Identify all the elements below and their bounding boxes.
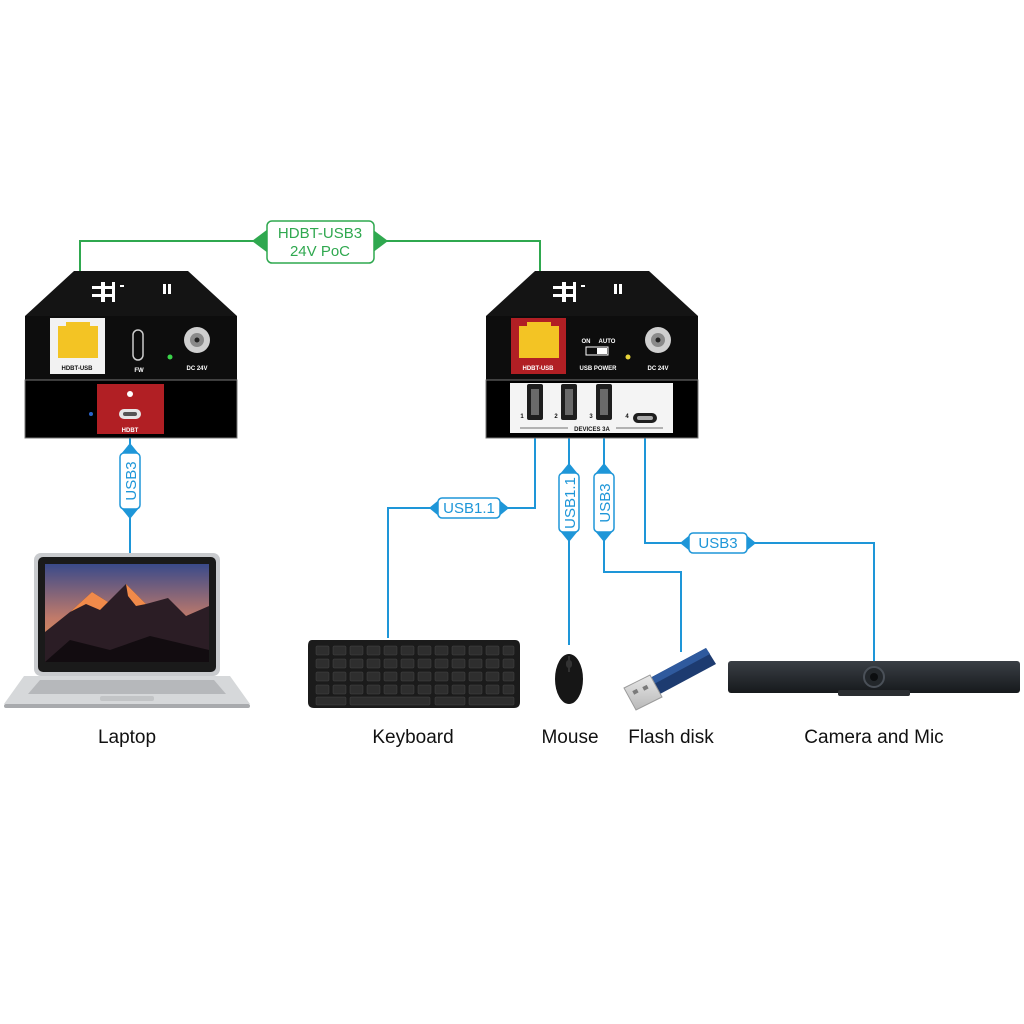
hdbt-link-tag: HDBT-USB3 24V PoC [252, 220, 388, 264]
keyboard-cable-line [387, 405, 536, 638]
hdbt-usb-port-label: HDBT-USB [62, 366, 94, 372]
camera-caption: Camera and Mic [804, 727, 943, 748]
blue-links [129, 405, 875, 664]
keyboard-image [308, 640, 520, 708]
fw-label: FW [134, 368, 144, 374]
port-3-label: 3 [589, 414, 593, 420]
usb-a-port-3 [596, 384, 612, 420]
camera-bar-image [728, 661, 1020, 696]
keyboard-usb11-label: USB1.1 [443, 500, 495, 517]
usb-power-label: USB POWER [579, 366, 617, 372]
mouse-usb11-tag: USB1.1 [558, 463, 580, 542]
brand-logo [92, 282, 124, 302]
keyboard-usb11-tag: USB1.1 [429, 497, 509, 519]
laptop-usb3-tag: USB3 [119, 443, 141, 519]
status-led [167, 354, 173, 360]
mouse-usb11-label: USB1.1 [562, 477, 579, 529]
usb-power-switch [585, 346, 609, 356]
laptop-caption: Laptop [98, 727, 156, 748]
receiver-box: HDBT-USB ON AUTO USB POWER DC 24V 1 2 [485, 271, 699, 439]
flash-cable-line [603, 405, 682, 652]
keyboard-caption: Keyboard [372, 727, 453, 748]
transmitter-box: HDBT-USB FW DC 24V HDBT [24, 271, 238, 439]
hdbt-link-label: HDBT-USB3 [278, 225, 362, 242]
mouse-caption: Mouse [541, 727, 598, 748]
mouse-image [555, 654, 583, 704]
laptop-usb3-label: USB3 [123, 461, 140, 500]
dc-label-receiver: DC 24V [647, 366, 668, 372]
usb-a-port-2 [561, 384, 577, 420]
brand-logo-receiver [553, 282, 585, 302]
flash-usb3-label: USB3 [597, 483, 614, 522]
camera-usb3-label: USB3 [698, 535, 737, 552]
switch-on-label: ON [582, 339, 591, 345]
camera-usb3-tag: USB3 [680, 532, 756, 554]
usb-c-port-4 [633, 413, 657, 423]
status-led-receiver [625, 354, 631, 360]
camera-cable-line [644, 420, 875, 664]
flash-disk-caption: Flash disk [628, 727, 714, 748]
port-2-label: 2 [554, 414, 558, 420]
switch-auto-label: AUTO [599, 339, 616, 345]
fw-port [132, 329, 144, 361]
port-1-label: 1 [520, 414, 524, 420]
usb-a-port-1 [527, 384, 543, 420]
hdbt-front-port-label: HDBT [122, 428, 139, 434]
dc-label: DC 24V [186, 366, 207, 372]
port-4-label: 4 [625, 414, 629, 420]
poc-label: 24V PoC [290, 243, 350, 260]
flash-usb3-tag: USB3 [593, 463, 615, 542]
laptop-image [4, 553, 250, 708]
flash-disk-image [623, 648, 716, 711]
devices-label: DEVICES 3A [574, 427, 610, 433]
hdbt-usb-port-receiver-label: HDBT-USB [523, 366, 555, 372]
